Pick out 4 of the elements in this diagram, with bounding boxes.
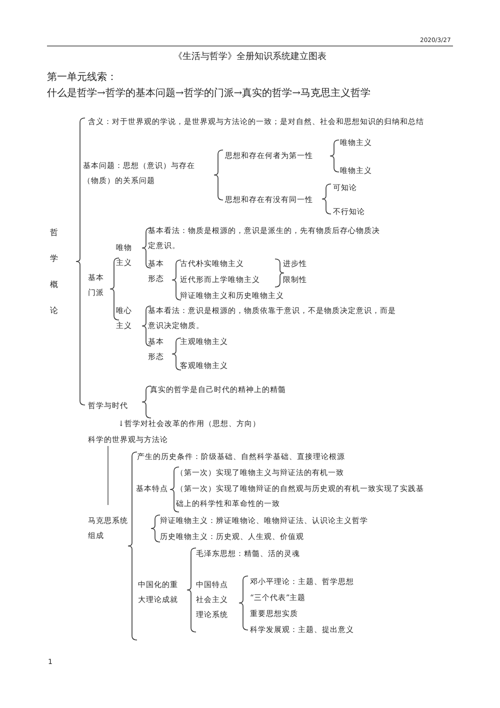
topic-chain: 什么是哲学→哲学的基本问题→哲学的门派→真实的哲学→马克思主义哲学 (47, 86, 371, 101)
page-title: 《生活与哲学》全册知识系统建立图表 (172, 50, 328, 64)
vertical-heading: 哲学概论 (50, 227, 59, 317)
section-heading: 第一单元线索： (47, 70, 117, 85)
